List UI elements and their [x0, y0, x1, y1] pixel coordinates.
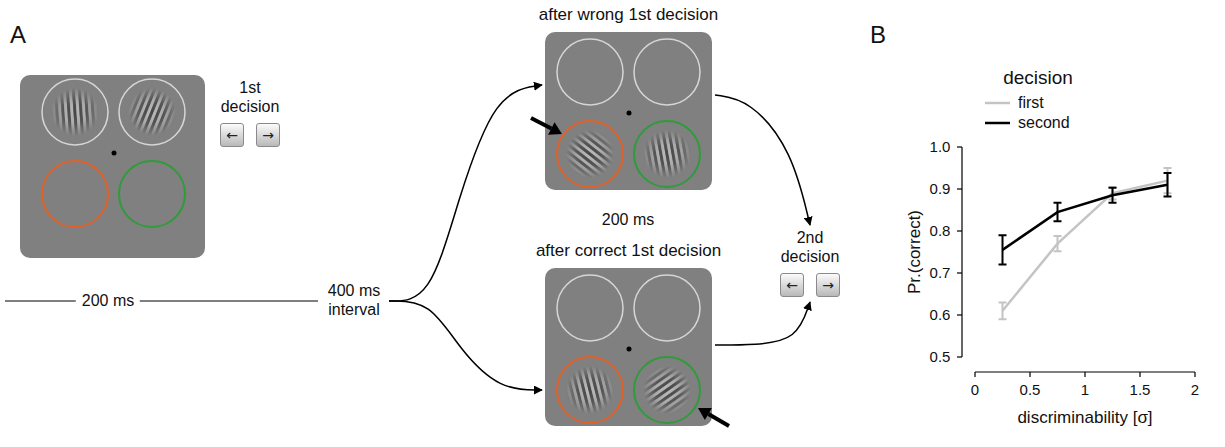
x-tick	[1029, 372, 1030, 377]
tick-label: 1	[1081, 381, 1089, 398]
gabor-patch	[621, 342, 715, 440]
flow-arrow	[715, 95, 810, 225]
timeline	[5, 300, 318, 301]
tick-label: 2	[1191, 381, 1199, 398]
y-tick	[957, 230, 962, 231]
x-tick	[1194, 372, 1195, 377]
data-line	[1003, 181, 1168, 311]
key-glyph: ←	[786, 278, 798, 292]
stimulus-circle	[634, 39, 700, 105]
stimulus-screen: after wrong 1st decision	[545, 32, 712, 190]
pointer-arrow	[531, 118, 551, 128]
error-bar	[1109, 188, 1117, 203]
screen-title: after correct 1st decision	[505, 241, 752, 261]
decision-group: 1st decision ← →	[208, 78, 292, 149]
panel-letter: A	[10, 21, 26, 49]
arrow-key: ←	[220, 123, 244, 147]
fixation-dot	[627, 111, 632, 116]
tick-label: 0.7	[930, 264, 951, 281]
pointer-arrow	[708, 414, 729, 426]
y-tick	[957, 314, 962, 315]
stimulus-screen	[20, 75, 205, 258]
stimulus-circle	[119, 161, 185, 227]
stimulus-circle	[557, 275, 623, 341]
tick-label: 0.5	[1020, 381, 1041, 398]
tick-label: 0.5	[930, 348, 951, 365]
tick-label: 1.5	[1130, 381, 1151, 398]
data-line	[1003, 185, 1168, 250]
legend-text: second	[1018, 114, 1070, 132]
screen-graphic	[545, 32, 712, 190]
x-tick	[1084, 372, 1085, 377]
arrow-key: ←	[780, 273, 804, 297]
legend-line	[985, 122, 1010, 125]
x-tick	[974, 372, 975, 377]
legend-text: first	[1018, 94, 1044, 112]
key-glyph: →	[822, 278, 834, 292]
duration-label: 200 ms	[76, 292, 140, 310]
legend-line	[985, 102, 1010, 105]
node-text: 400 ms interval	[322, 281, 386, 319]
tick-label: 0.6	[930, 306, 951, 323]
screen-graphic	[545, 268, 712, 426]
axis-title: discriminability [σ]	[1017, 408, 1152, 428]
fixation-dot	[627, 347, 632, 352]
node-text: 2nd decision	[768, 228, 852, 266]
gabor-patch	[106, 70, 201, 155]
error-bar	[999, 235, 1007, 264]
legend-title: decision	[1003, 67, 1073, 89]
interval-label: 400 ms interval	[322, 281, 386, 319]
fixation-dot	[112, 151, 117, 156]
key-glyph: ←	[226, 128, 238, 142]
error-bar	[1054, 236, 1062, 251]
stimulus-screen: after correct 1st decision	[545, 268, 712, 426]
y-axis	[961, 147, 962, 357]
error-bar	[1054, 203, 1062, 221]
y-tick	[957, 188, 962, 189]
key-glyph: →	[262, 128, 274, 142]
tick-label: 0.9	[930, 180, 951, 197]
gabor-patch	[546, 351, 636, 428]
flow-arrow	[389, 301, 542, 390]
axis-title: Pr.(correct)	[905, 210, 925, 294]
stimulus-circle	[634, 275, 700, 341]
duration-label: 200 ms	[602, 211, 654, 229]
x-tick	[1139, 372, 1140, 377]
decision-group: 2nd decision ← →	[768, 228, 852, 299]
pointer-arrowhead	[698, 408, 712, 420]
stimulus-circle	[557, 39, 623, 105]
y-tick	[957, 356, 962, 357]
arrow-key: →	[816, 273, 840, 297]
error-bar	[1164, 173, 1172, 197]
pointer-arrowhead	[548, 122, 562, 134]
gabor-patch	[35, 79, 117, 144]
y-tick	[957, 146, 962, 147]
flow-arrow	[715, 302, 810, 345]
arrow-key: →	[256, 123, 280, 147]
tick-label: 1.0	[930, 138, 951, 155]
flow-arrow	[389, 85, 542, 301]
error-bar	[999, 302, 1007, 319]
y-tick	[957, 272, 962, 273]
screen-title: after wrong 1st decision	[505, 5, 752, 25]
gabor-patch	[625, 117, 712, 190]
stimulus-circle	[42, 79, 108, 145]
gabor-patch	[543, 104, 638, 202]
node-text: 1st decision	[208, 78, 292, 116]
stimulus-circle	[42, 161, 108, 227]
tick-label: 0.8	[930, 222, 951, 239]
tick-label: 0	[971, 381, 979, 398]
panel-letter: B	[870, 21, 886, 49]
